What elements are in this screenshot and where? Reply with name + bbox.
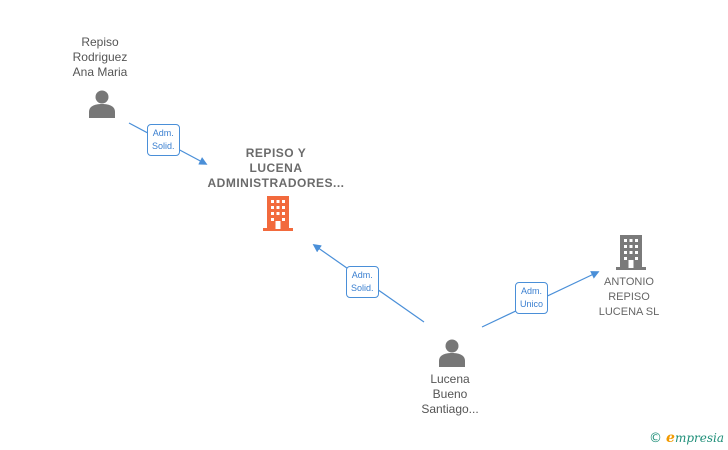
company-antonio-label[interactable]: ANTONIO REPISO LUCENA SL bbox=[589, 275, 669, 320]
copyright-icon: © bbox=[649, 431, 663, 446]
label-line: Repiso bbox=[81, 35, 119, 49]
brand-initial: e bbox=[666, 430, 675, 446]
person-repiso-label[interactable]: Repiso Rodriguez Ana Maria bbox=[60, 35, 140, 80]
building-icon[interactable] bbox=[615, 234, 647, 270]
edge-label-repiso-to-main[interactable]: Adm. Solid. bbox=[147, 124, 180, 156]
brand-name: mpresia bbox=[674, 431, 724, 445]
label-line: LUCENA bbox=[249, 161, 303, 175]
person-lucena-label[interactable]: Lucena Bueno Santiago... bbox=[410, 372, 490, 417]
edge-label-lucena-to-antonio[interactable]: Adm. Unico bbox=[515, 282, 549, 314]
label-line: REPISO Y bbox=[245, 146, 307, 160]
person-icon[interactable] bbox=[87, 89, 117, 119]
person-icon[interactable] bbox=[437, 338, 467, 368]
label-line: Santiago... bbox=[421, 402, 479, 416]
edge-label-line: Adm. bbox=[521, 286, 543, 296]
label-line: Bueno bbox=[432, 387, 468, 401]
label-line: Rodriguez bbox=[72, 50, 128, 64]
company-main-label[interactable]: REPISO Y LUCENA ADMINISTRADORES... bbox=[196, 146, 356, 191]
label-line: Lucena bbox=[430, 372, 470, 386]
label-line: ADMINISTRADORES... bbox=[207, 176, 345, 190]
brand-logo[interactable]: ©empresia bbox=[649, 430, 724, 446]
label-line: LUCENA SL bbox=[598, 306, 660, 318]
label-line: REPISO bbox=[608, 291, 650, 303]
edge-label-line: Solid. bbox=[152, 141, 175, 151]
edge-label-line: Unico bbox=[520, 299, 544, 309]
edge-label-lucena-to-main[interactable]: Adm. Solid. bbox=[346, 266, 379, 298]
label-line: ANTONIO bbox=[604, 276, 654, 288]
label-line: Ana Maria bbox=[72, 65, 128, 79]
edge-label-line: Adm. bbox=[351, 270, 373, 280]
edge-label-line: Adm. bbox=[152, 128, 174, 138]
edge-label-line: Solid. bbox=[351, 283, 374, 293]
building-icon[interactable] bbox=[262, 195, 294, 231]
